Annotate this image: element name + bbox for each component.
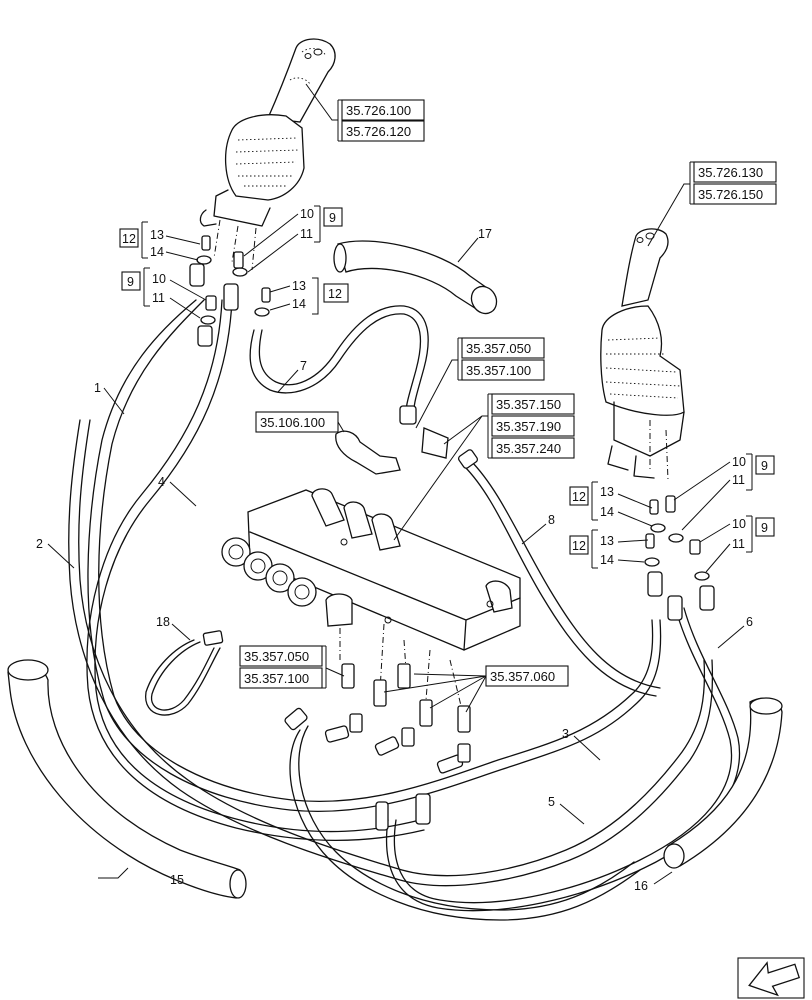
svg-text:10: 10	[732, 455, 746, 469]
svg-text:35.357.050: 35.357.050	[244, 649, 309, 664]
left-joystick-icon[interactable]	[199, 38, 336, 271]
svg-text:14: 14	[150, 245, 164, 259]
left-callouts-upper: 12 13 14	[119, 221, 201, 261]
control-valve-block-icon[interactable]	[221, 488, 521, 711]
svg-text:18: 18	[156, 615, 170, 629]
svg-text:35.726.120: 35.726.120	[346, 124, 411, 139]
right-callouts-mid: 12 13 14	[569, 481, 653, 527]
reference-35-726-100[interactable]: 35.726.100	[341, 99, 425, 121]
svg-text:35.357.050: 35.357.050	[466, 341, 531, 356]
reference-35-357-050-a[interactable]: 35.357.050	[461, 337, 545, 359]
reference-35-357-240[interactable]: 35.357.240	[491, 437, 575, 459]
left-callouts-lower: 9 10 11	[121, 267, 207, 319]
svg-text:35.357.150: 35.357.150	[496, 397, 561, 412]
svg-text:14: 14	[292, 297, 306, 311]
svg-text:3: 3	[562, 727, 569, 741]
reference-35-726-130[interactable]: 35.726.130	[693, 161, 777, 183]
svg-text:10: 10	[732, 517, 746, 531]
right-callouts-lower: 12 13 14 10 11 9	[569, 515, 775, 573]
svg-text:5: 5	[548, 795, 555, 809]
svg-text:35.357.190: 35.357.190	[496, 419, 561, 434]
svg-text:35.357.060: 35.357.060	[490, 669, 555, 684]
protective-sleeves[interactable]	[7, 240, 783, 899]
svg-text:12: 12	[572, 490, 586, 504]
cable-tie-icon[interactable]	[145, 630, 224, 716]
svg-text:9: 9	[761, 521, 768, 535]
reference-35-357-100-b[interactable]: 35.357.100	[239, 667, 323, 689]
svg-text:9: 9	[127, 275, 134, 289]
right-callouts-upper: 10 11 9	[673, 453, 775, 531]
svg-text:35.726.100: 35.726.100	[346, 103, 411, 118]
svg-text:35.106.100: 35.106.100	[260, 415, 325, 430]
fittings-and-seals[interactable]	[196, 235, 710, 581]
left-callouts-mid: 10 11 9	[243, 205, 343, 273]
svg-text:35.357.100: 35.357.100	[466, 363, 531, 378]
navigation-arrow-button[interactable]	[737, 955, 805, 1000]
svg-text:12: 12	[328, 287, 342, 301]
svg-text:11: 11	[300, 227, 313, 241]
svg-text:16: 16	[634, 879, 648, 893]
svg-text:9: 9	[329, 211, 336, 225]
svg-text:35.357.240: 35.357.240	[496, 441, 561, 456]
reference-35-357-190[interactable]: 35.357.190	[491, 415, 575, 437]
svg-text:12: 12	[572, 539, 586, 553]
svg-text:35.726.150: 35.726.150	[698, 187, 763, 202]
svg-text:11: 11	[732, 537, 745, 551]
svg-text:35.357.100: 35.357.100	[244, 671, 309, 686]
svg-text:10: 10	[300, 207, 314, 221]
svg-text:11: 11	[152, 291, 165, 305]
svg-text:12: 12	[122, 232, 136, 246]
svg-text:14: 14	[600, 505, 614, 519]
left-callouts-right: 13 14 12	[269, 277, 349, 315]
svg-text:35.726.130: 35.726.130	[698, 165, 763, 180]
svg-text:8: 8	[548, 513, 555, 527]
svg-text:10: 10	[152, 272, 166, 286]
svg-text:1: 1	[94, 381, 101, 395]
reference-35-357-150[interactable]: 35.357.150	[491, 393, 575, 415]
svg-text:13: 13	[292, 279, 306, 293]
svg-text:13: 13	[600, 534, 614, 548]
hydraulic-hoses[interactable]	[68, 299, 741, 921]
svg-text:13: 13	[150, 228, 164, 242]
hose-fittings[interactable]	[189, 263, 715, 831]
svg-text:11: 11	[732, 473, 745, 487]
reference-35-357-050-b[interactable]: 35.357.050	[239, 645, 323, 667]
valve-adapters[interactable]	[335, 427, 471, 763]
svg-text:9: 9	[761, 459, 768, 473]
reference-35-357-100-a[interactable]: 35.357.100	[461, 359, 545, 381]
svg-text:4: 4	[158, 475, 165, 489]
reference-35-726-120[interactable]: 35.726.120	[341, 120, 425, 142]
svg-text:15: 15	[170, 873, 184, 887]
reference-35-357-060[interactable]: 35.357.060	[485, 665, 569, 687]
item-labels: 1 2 3 4 5 6 7 8 15 16 17 18	[36, 227, 753, 893]
svg-text:14: 14	[600, 553, 614, 567]
reference-35-726-150[interactable]: 35.726.150	[693, 183, 777, 205]
svg-text:6: 6	[746, 615, 753, 629]
svg-text:17: 17	[478, 227, 492, 241]
reference-35-106-100[interactable]: 35.106.100	[255, 411, 339, 433]
svg-text:13: 13	[600, 485, 614, 499]
svg-text:2: 2	[36, 537, 43, 551]
right-joystick-icon[interactable]	[600, 228, 685, 481]
svg-text:7: 7	[300, 359, 307, 373]
